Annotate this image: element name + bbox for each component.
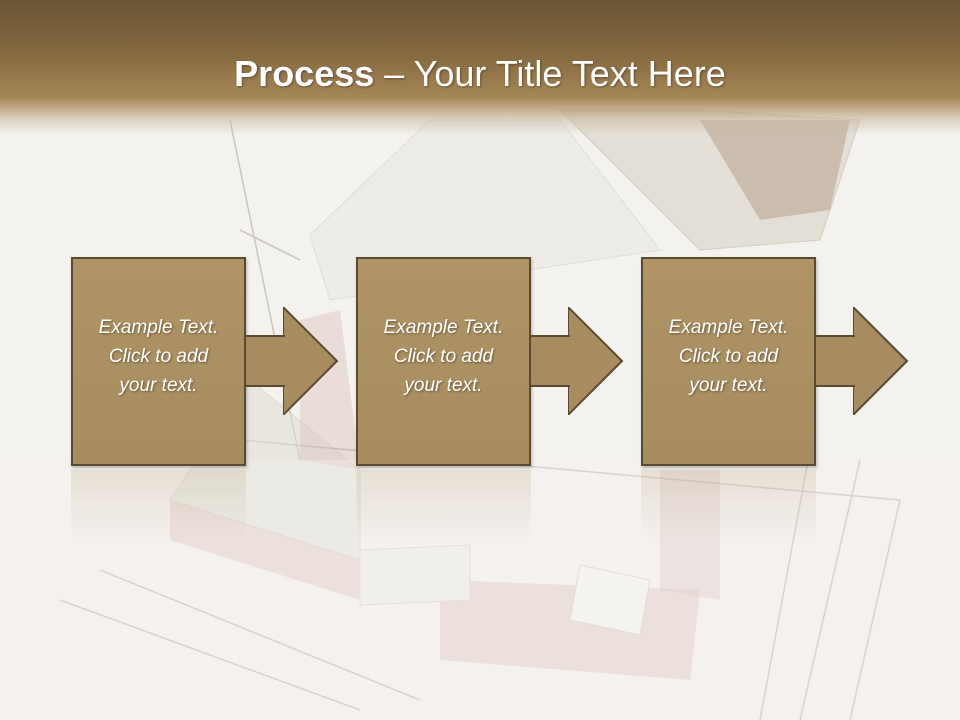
step-3-reflection [641,470,816,540]
arrow-right-icon [568,307,624,415]
title-bar [0,0,960,135]
title-rest: – Your Title Text Here [374,53,726,94]
step-3-text[interactable]: Example Text. Click to add your text. [668,317,789,396]
step-2-reflection [356,470,531,540]
process-step-2[interactable]: Example Text. Click to add your text. [356,257,531,466]
step-1-text[interactable]: Example Text. Click to add your text. [98,317,219,396]
slide-title[interactable]: Process – Your Title Text Here [0,50,960,98]
process-step-3[interactable]: Example Text. Click to add your text. [641,257,816,466]
step-1-reflection [71,470,246,540]
arrow-right-icon [853,307,909,415]
arrow-stem-3 [816,335,855,387]
process-step-1[interactable]: Example Text. Click to add your text. [71,257,246,466]
arrow-stem-2 [531,335,570,387]
step-2-text[interactable]: Example Text. Click to add your text. [383,317,504,396]
arrow-stem-1 [246,335,285,387]
title-bold: Process [234,53,375,94]
arrow-right-icon [283,307,339,415]
